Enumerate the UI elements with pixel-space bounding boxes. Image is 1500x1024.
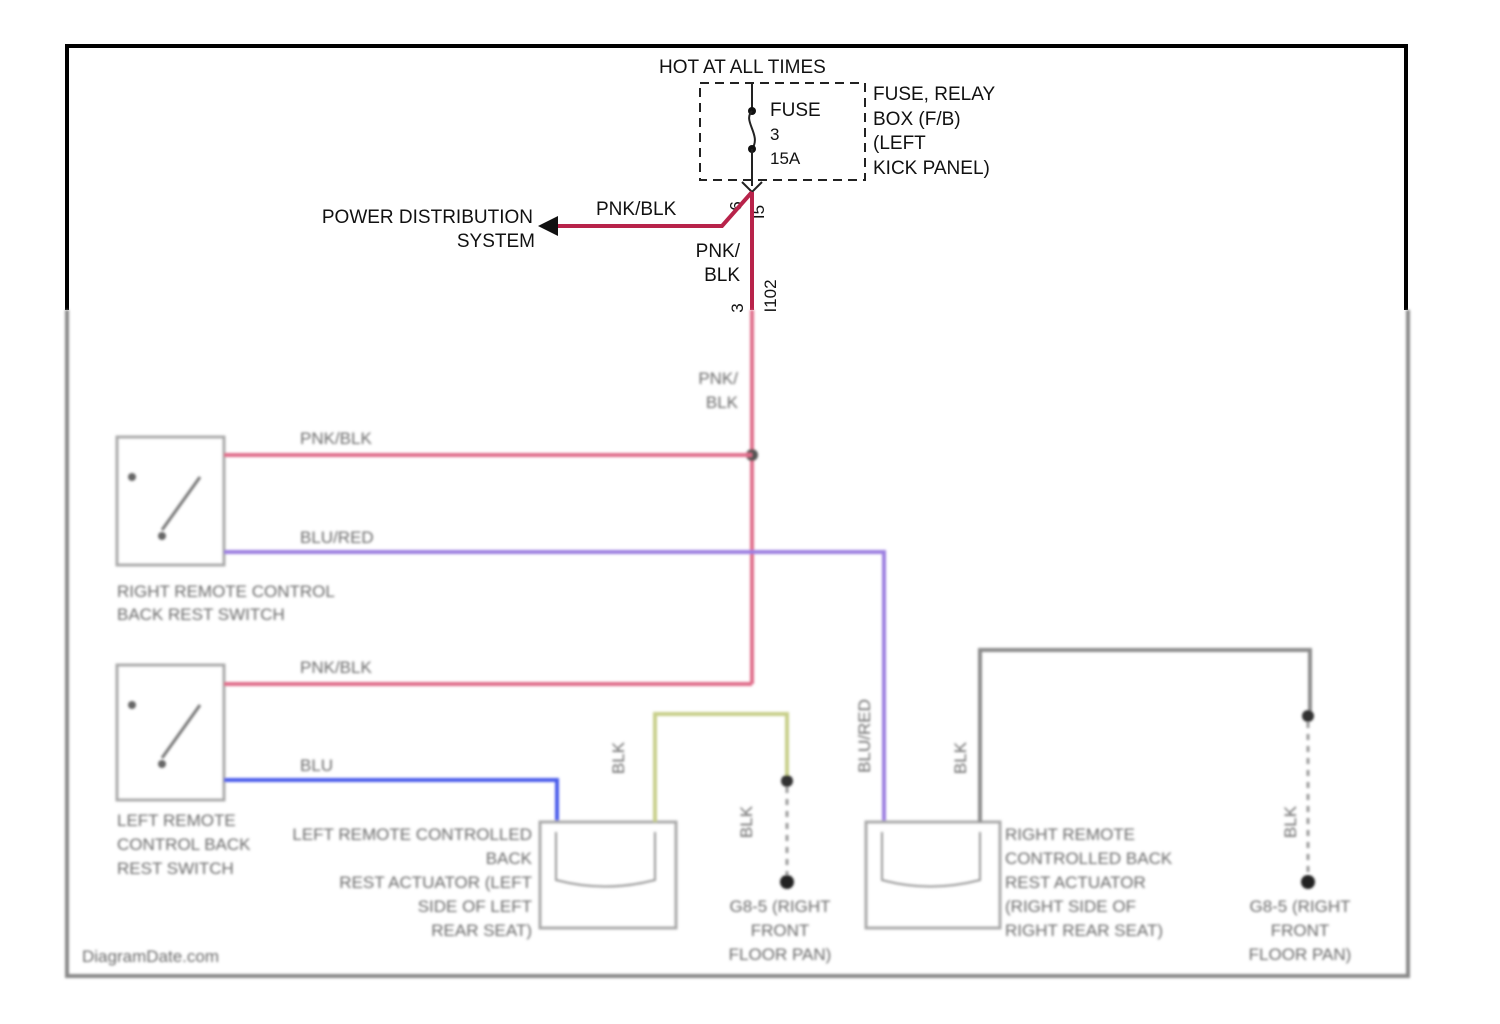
left-actuator-label-4: SIDE OF LEFT bbox=[418, 897, 532, 916]
fuse-rating: 15A bbox=[770, 149, 801, 168]
vertical-wire-label-1: PNK/ bbox=[696, 241, 741, 262]
switch-contact-left bbox=[162, 705, 200, 758]
left-switch-label-3: REST SWITCH bbox=[117, 859, 234, 878]
ground-left-label-2: FRONT bbox=[751, 921, 810, 940]
fuse-box-line-3: (LEFT bbox=[873, 133, 926, 154]
left-actuator-label-5: REAR SEAT) bbox=[431, 921, 532, 940]
right-actuator-motor bbox=[882, 832, 980, 887]
ground-right-label-1: G8-5 (RIGHT bbox=[1249, 897, 1350, 916]
fuse-box-line-1: FUSE, RELAY bbox=[873, 84, 995, 105]
wire-blu bbox=[224, 780, 557, 822]
blk-label-2: BLK bbox=[737, 805, 756, 838]
blk-label-3: BLK bbox=[951, 741, 970, 774]
blur-pnk-label: PNK/ bbox=[698, 369, 738, 388]
left-switch-label-2: CONTROL BACK bbox=[117, 835, 251, 854]
right-remote-control-switch-box bbox=[117, 437, 224, 565]
right-actuator-label-4: (RIGHT SIDE OF bbox=[1005, 897, 1136, 916]
wire-pnk-blk-upper-label: PNK/BLK bbox=[300, 429, 372, 448]
right-actuator-label-1: RIGHT REMOTE bbox=[1005, 825, 1135, 844]
fuse-label: FUSE bbox=[770, 100, 821, 121]
blk-label-4: BLK bbox=[1281, 805, 1300, 838]
ground-left-label-3: FLOOR PAN) bbox=[729, 945, 832, 964]
ground-right-point bbox=[1301, 875, 1315, 889]
ground-right-label-3: FLOOR PAN) bbox=[1249, 945, 1352, 964]
left-actuator-label-3: REST ACTUATOR (LEFT bbox=[339, 873, 532, 892]
arrow-left-icon bbox=[538, 216, 558, 236]
wire-blu-label: BLU bbox=[300, 756, 333, 775]
fuse-box-line-4: KICK PANEL) bbox=[873, 158, 990, 179]
right-actuator-label-5: RIGHT REAR SEAT) bbox=[1005, 921, 1163, 940]
left-actuator-label-2: BACK bbox=[486, 849, 533, 868]
ground-right-label-2: FRONT bbox=[1271, 921, 1330, 940]
vertical-wire-label-2: BLK bbox=[704, 265, 740, 286]
wire-blu-red-label: BLU/RED bbox=[300, 528, 374, 547]
right-switch-label-1: RIGHT REMOTE CONTROL bbox=[117, 582, 335, 601]
watermark: DiagramDate.com bbox=[82, 947, 219, 966]
blur-blk-label: BLK bbox=[706, 393, 739, 412]
ground-left-label-1: G8-5 (RIGHT bbox=[729, 897, 830, 916]
left-actuator-label-1: LEFT REMOTE CONTROLLED bbox=[292, 825, 532, 844]
wire-pnk-blk-label: PNK/BLK bbox=[596, 199, 677, 220]
blk-label-1: BLK bbox=[609, 741, 628, 774]
left-switch-label-1: LEFT REMOTE bbox=[117, 811, 236, 830]
pin-3-label: 3 bbox=[728, 303, 747, 312]
fuse-symbol bbox=[742, 83, 762, 192]
right-switch-label-2: BACK REST SWITCH bbox=[117, 605, 285, 624]
switch-contact bbox=[162, 477, 200, 530]
left-actuator-motor bbox=[556, 832, 655, 887]
power-distribution-line-2: SYSTEM bbox=[457, 231, 535, 252]
ground-left-point bbox=[780, 875, 794, 889]
fuse-number: 3 bbox=[770, 125, 779, 144]
fuse-box-line-2: BOX (F/B) bbox=[873, 109, 961, 130]
connector-i102-label: I102 bbox=[761, 279, 780, 312]
right-actuator-label-3: REST ACTUATOR bbox=[1005, 873, 1146, 892]
wire-blk-left-actuator bbox=[655, 714, 787, 822]
hot-at-all-times-label: HOT AT ALL TIMES bbox=[659, 57, 826, 78]
blu-red-vertical-label: BLU/RED bbox=[855, 699, 874, 773]
left-remote-control-switch-box bbox=[117, 665, 224, 800]
wire-pnk-blk-lower-label: PNK/BLK bbox=[300, 658, 372, 677]
right-actuator-label-2: CONTROLLED BACK bbox=[1005, 849, 1173, 868]
wire-blk-right-actuator bbox=[980, 650, 1310, 822]
blurred-lower-region: PNK/ BLK PNK/BLK BLU/RED RIGHT REMOTE CO… bbox=[67, 310, 1408, 976]
fuse-box-label: FUSE, RELAY BOX (F/B) (LEFT KICK PANEL) bbox=[873, 84, 995, 179]
power-distribution-line-1: POWER DISTRIBUTION bbox=[322, 207, 533, 228]
